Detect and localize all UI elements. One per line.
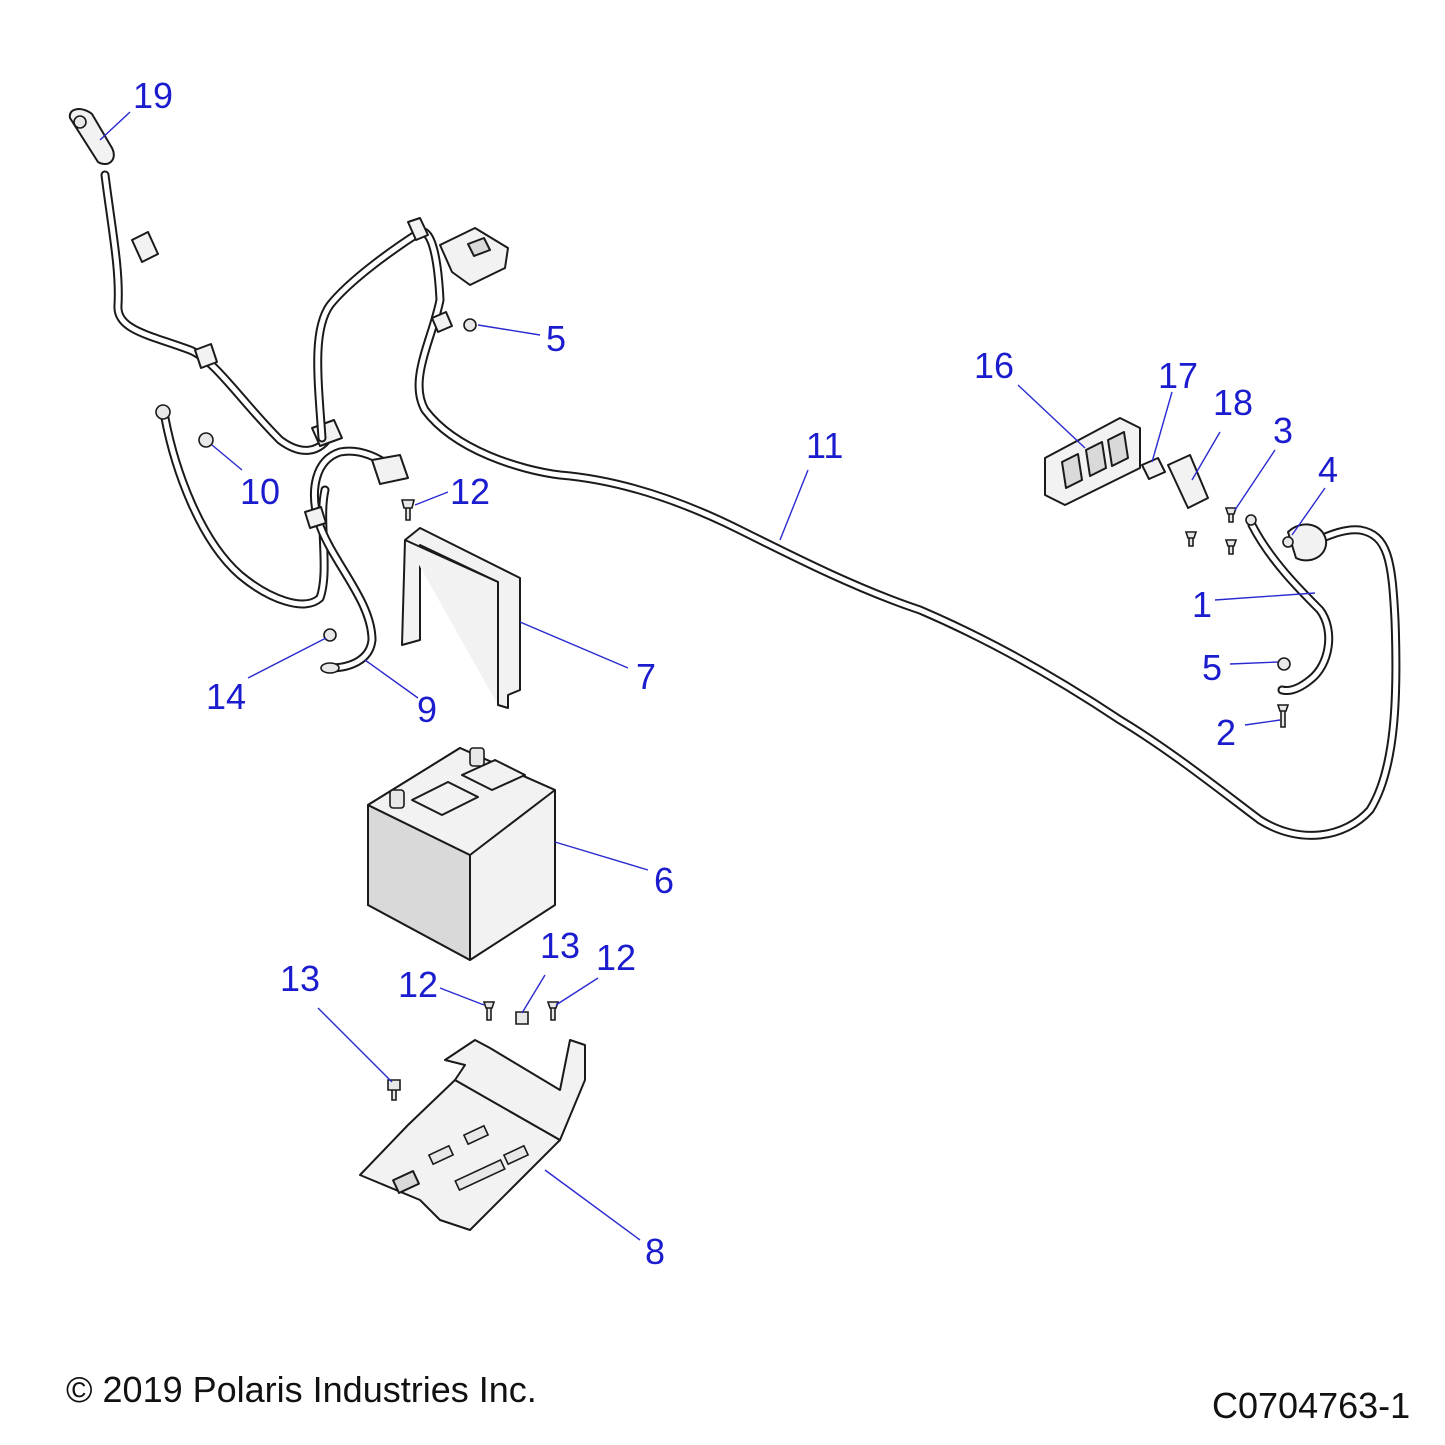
- callout-3: 3: [1273, 410, 1293, 451]
- ring-terminal-19: [68, 108, 115, 166]
- callout-labels: 19 5 16 17 18 3 4 11 10 12 1 5 7 14 9 2 …: [133, 75, 1338, 1272]
- callout-19: 19: [133, 75, 173, 116]
- callout-5: 5: [546, 318, 566, 359]
- callout-4: 4: [1318, 449, 1338, 490]
- callout-13: 13: [540, 925, 580, 966]
- callout-18: 18: [1213, 382, 1253, 423]
- battery-hold-down-bracket-7: [401, 527, 521, 709]
- relay-17: [1141, 457, 1166, 480]
- callout-12: 12: [450, 471, 490, 512]
- callout-6: 6: [654, 860, 674, 901]
- battery-6: [367, 747, 556, 961]
- ground-cable-10: [155, 404, 330, 609]
- callout-5: 5: [1202, 647, 1222, 688]
- callout-9: 9: [417, 689, 437, 730]
- copyright-notice: © 2019 Polaris Industries Inc.: [66, 1369, 537, 1410]
- leader-lines: [99, 111, 1326, 1241]
- callout-14: 14: [206, 676, 246, 717]
- callout-12: 12: [398, 964, 438, 1005]
- battery-cable-19: [100, 170, 343, 455]
- callout-1: 1: [1192, 584, 1212, 625]
- callout-13: 13: [280, 958, 320, 999]
- relay-18: [1167, 454, 1209, 509]
- cable-1: [1245, 514, 1334, 695]
- callout-17: 17: [1158, 355, 1198, 396]
- callout-8: 8: [645, 1231, 665, 1272]
- callout-11: 11: [806, 425, 843, 466]
- callout-10: 10: [240, 471, 280, 512]
- main-cable-11: [313, 217, 1401, 840]
- cable-9: [304, 446, 409, 674]
- callout-16: 16: [974, 345, 1014, 386]
- callout-2: 2: [1216, 712, 1236, 753]
- battery-tray-8: [359, 1039, 586, 1231]
- hardware-fasteners: [198, 318, 1294, 1101]
- drawing-number: C0704763-1: [1212, 1385, 1410, 1426]
- callout-12: 12: [596, 937, 636, 978]
- fuse-block-16: [1044, 417, 1141, 506]
- callout-7: 7: [636, 656, 656, 697]
